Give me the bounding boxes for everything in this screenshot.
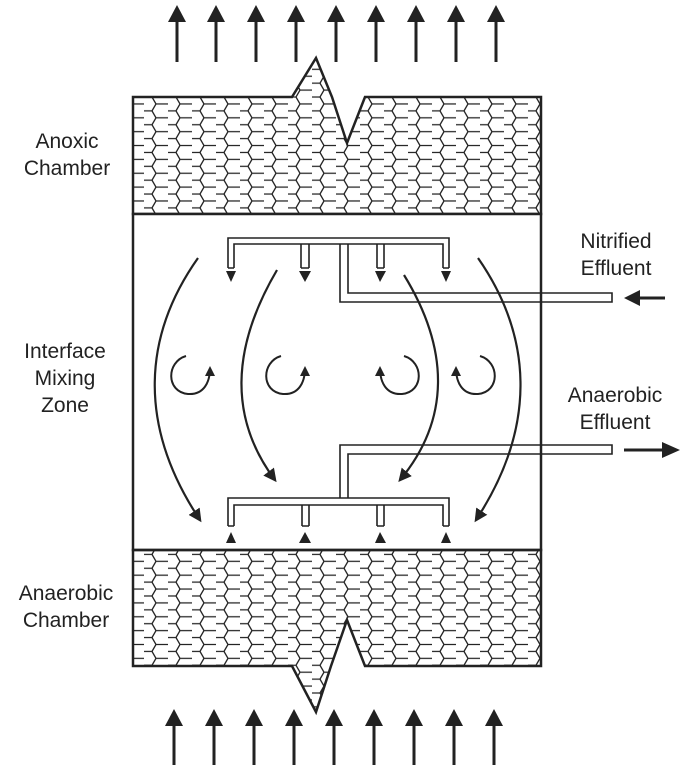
arrow-up-icon [247,5,265,62]
circular-arrow-icon [375,355,420,396]
curved-arrow-down-icon [398,274,440,483]
circulation-swirls [170,355,496,396]
anaerobic-line1: Anaerobic [18,582,114,605]
anoxic-line2: Chamber [23,157,111,180]
curved-arrow-down-icon [153,257,202,523]
nitrified-distribution-pipe [226,237,613,303]
arrow-up-icon [287,5,305,62]
arrow-up-icon [485,709,503,765]
circular-arrow-icon [265,355,310,396]
interface-mixing-zone-label: Interface Mixing Zone [2,338,128,419]
interface-mixing-zone [131,212,543,552]
arrow-up-icon [285,709,303,765]
anaerobic-collection-pipe [226,444,613,543]
anaerobic-chamber-block [131,548,543,716]
arrow-up-icon [365,709,383,765]
curved-arrow-down-icon [474,257,522,523]
nitrified-line2: Effluent [580,257,652,280]
arrow-left-icon [624,290,665,306]
interface-line2: Mixing [34,367,96,390]
nitrified-line1: Nitrified [580,230,652,253]
nitrified-effluent-label: Nitrified Effluent [556,228,676,282]
anaerobic-effluent-line1: Anaerobic [567,384,663,407]
arrow-up-icon [245,709,263,765]
arrow-up-icon [407,5,425,62]
arrow-up-icon [325,709,343,765]
outflow-arrows-top [168,5,505,62]
anoxic-chamber-label: Anoxic Chamber [8,128,126,182]
interface-line3: Zone [41,394,89,417]
interface-line1: Interface [24,340,106,363]
anaerobic-effluent-line2: Effluent [579,411,651,434]
arrow-up-icon [445,709,463,765]
anaerobic-line2: Chamber [22,609,110,632]
arrow-up-icon [447,5,465,62]
anaerobic-chamber-label: Anaerobic Chamber [2,580,130,634]
arrow-up-icon [207,5,225,62]
mixing-flow-arrows [153,257,522,523]
arrow-up-icon [367,5,385,62]
arrow-up-icon [205,709,223,765]
arrow-up-icon [487,5,505,62]
anaerobic-effluent-label: Anaerobic Effluent [548,382,682,436]
arrow-right-icon [624,442,680,458]
arrow-up-icon [168,5,186,62]
inflow-arrows-bottom [165,709,503,765]
arrow-up-icon [327,5,345,62]
anoxic-chamber-block [131,55,543,216]
circular-arrow-icon [170,355,215,396]
arrow-up-icon [165,709,183,765]
curved-arrow-down-icon [240,269,278,483]
circular-arrow-icon [451,355,496,396]
anoxic-line1: Anoxic [35,130,99,153]
arrow-up-icon [405,709,423,765]
